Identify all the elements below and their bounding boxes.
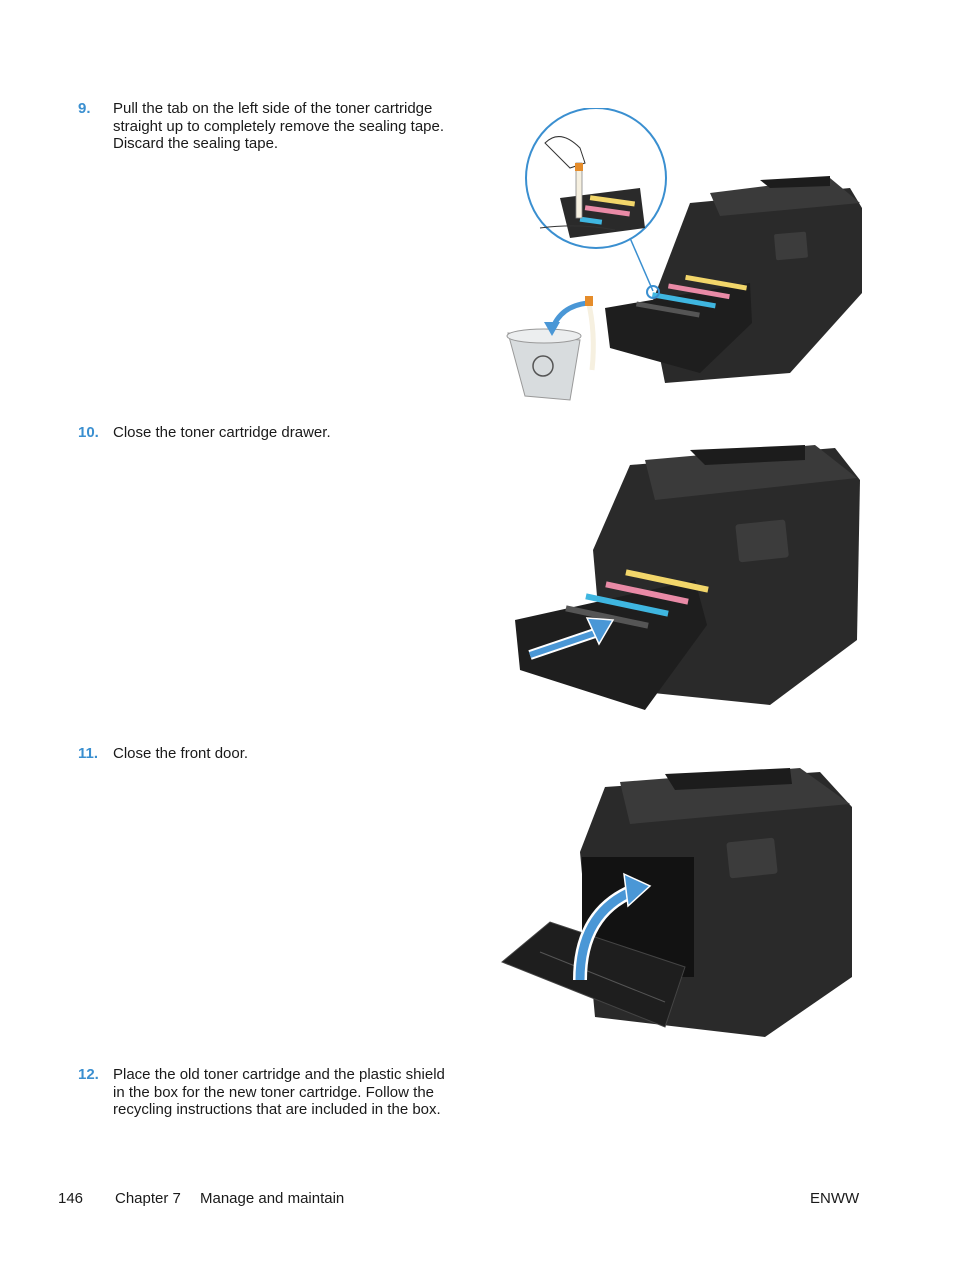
chapter-label: Chapter 7 bbox=[115, 1190, 181, 1207]
step-text: Place the old toner cartridge and the pl… bbox=[113, 1066, 445, 1118]
chapter-title: Manage and maintain bbox=[200, 1190, 345, 1207]
step-9: 9. Pull the tab on the left side of the … bbox=[78, 100, 448, 153]
step-text: Pull the tab on the left side of the ton… bbox=[113, 100, 445, 152]
step-11: 11. Close the front door. bbox=[78, 745, 448, 763]
illustration-close-toner-drawer bbox=[505, 440, 865, 715]
illustration-close-front-door bbox=[500, 762, 860, 1042]
step-12: 12. Place the old toner cartridge and th… bbox=[78, 1066, 448, 1119]
step-text: Close the toner cartridge drawer. bbox=[113, 424, 331, 441]
step-number: 12. bbox=[78, 1066, 99, 1083]
step-text: Close the front door. bbox=[113, 745, 249, 762]
step-number: 10. bbox=[78, 424, 99, 441]
page-number: 146 bbox=[58, 1190, 84, 1207]
illustration-remove-sealing-tape bbox=[500, 108, 870, 403]
step-10: 10. Close the toner cartridge drawer. bbox=[78, 424, 448, 442]
step-number: 9. bbox=[78, 100, 91, 117]
step-number: 11. bbox=[78, 745, 99, 762]
edition-label: ENWW bbox=[810, 1190, 860, 1207]
